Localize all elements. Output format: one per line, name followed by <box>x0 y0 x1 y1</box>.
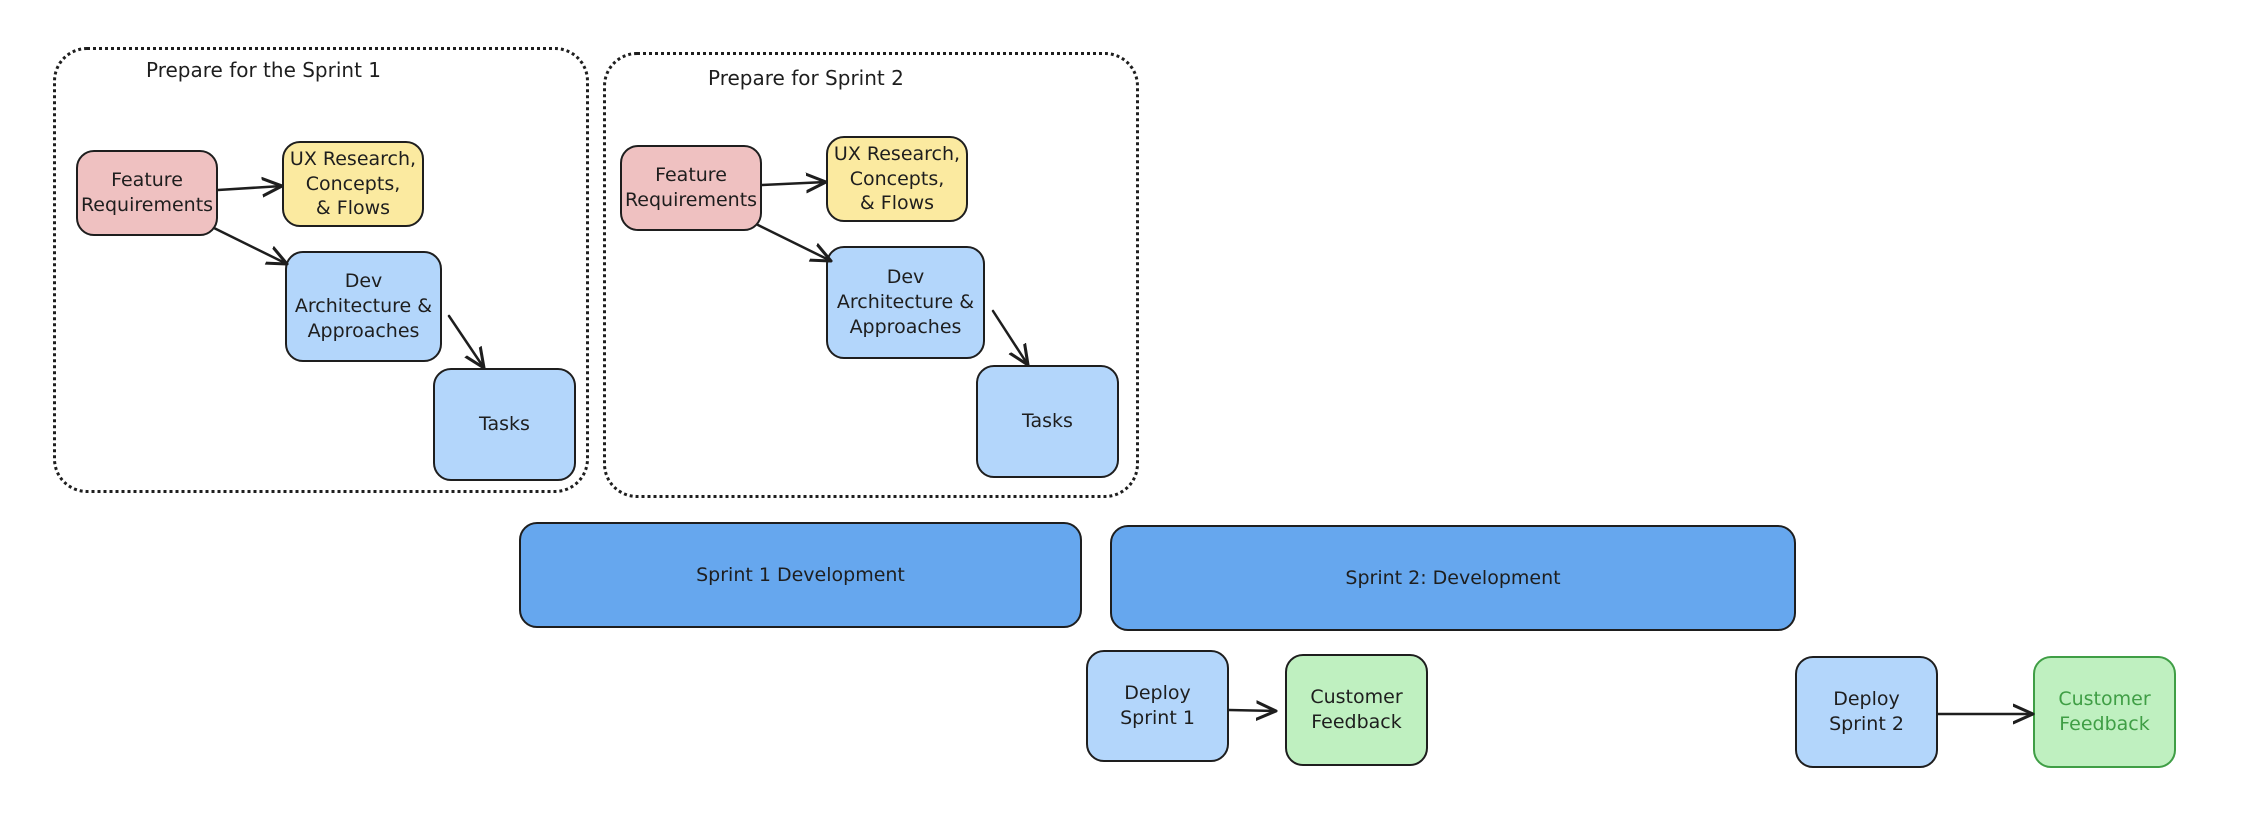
s1-dev-architecture-node[interactable]: Dev Architecture & Approaches <box>285 251 442 362</box>
customer-feedback-2-node[interactable]: Customer Feedback <box>2033 656 2176 768</box>
deploy1-to-feedback-arrow <box>1227 710 1276 711</box>
s1-tasks-node[interactable]: Tasks <box>433 368 576 481</box>
sprint2-development-bar[interactable]: Sprint 2: Development <box>1110 525 1796 631</box>
sprint2-prep-title: Prepare for Sprint 2 <box>708 66 904 90</box>
sprint2-prep-group <box>603 52 1139 498</box>
s2-ux-research-node[interactable]: UX Research, Concepts, & Flows <box>826 136 968 222</box>
deploy-sprint1-node[interactable]: Deploy Sprint 1 <box>1086 650 1229 762</box>
sprint1-prep-group <box>53 47 589 493</box>
s1-ux-research-node[interactable]: UX Research, Concepts, & Flows <box>282 141 424 227</box>
s1-feature-requirements-node[interactable]: Feature Requirements <box>76 150 218 236</box>
s2-dev-architecture-node[interactable]: Dev Architecture & Approaches <box>826 246 985 359</box>
customer-feedback-1-node[interactable]: Customer Feedback <box>1285 654 1428 766</box>
s2-tasks-node[interactable]: Tasks <box>976 365 1119 478</box>
sprint1-development-bar[interactable]: Sprint 1 Development <box>519 522 1082 628</box>
sprint1-prep-title: Prepare for the Sprint 1 <box>146 58 381 82</box>
deploy-sprint2-node[interactable]: Deploy Sprint 2 <box>1795 656 1938 768</box>
s2-feature-requirements-node[interactable]: Feature Requirements <box>620 145 762 231</box>
